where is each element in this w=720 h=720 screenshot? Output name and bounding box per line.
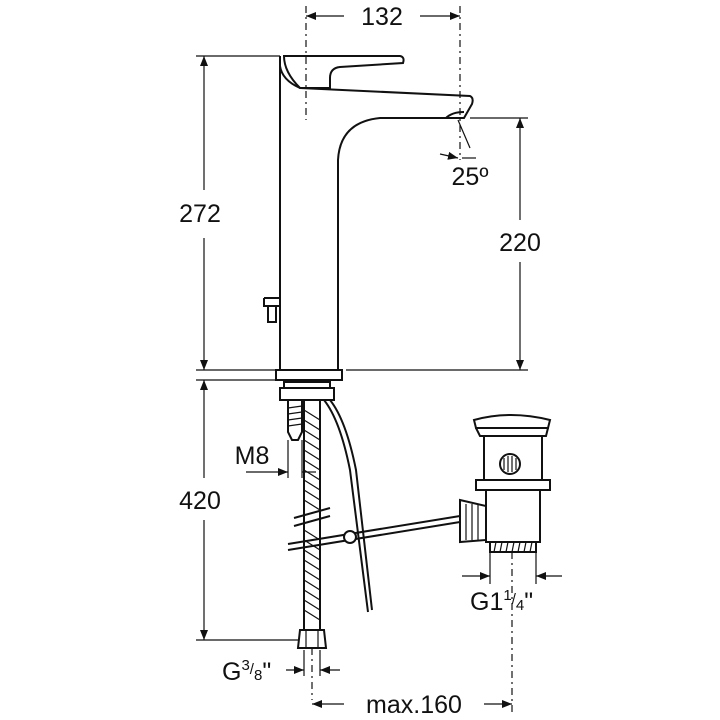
rod-thread-label: M8 [235, 442, 270, 470]
waste-thread-label: G11/4" [470, 587, 533, 616]
dimension-220: 220 [346, 117, 541, 371]
waste-valve [459, 414, 552, 553]
spout-reach-label: 132 [361, 3, 403, 31]
spout-angle-label: 25º [452, 163, 489, 191]
dimension-hose-thread: G3/8" [222, 648, 340, 700]
dimension-132: 132 [305, 3, 461, 160]
spout-height-label: 220 [499, 229, 541, 257]
faucet-body [263, 55, 474, 381]
dimension-272: 272 [179, 55, 280, 371]
dimension-max160: max.160 [312, 552, 513, 719]
mounting-assembly [279, 381, 461, 649]
drain-height-label: 420 [179, 487, 221, 515]
total-height-label: 272 [179, 200, 221, 228]
dimension-waste-thread: G11/4" [462, 552, 562, 616]
max-distance-label: max.160 [366, 691, 462, 719]
dimension-420: 420 [179, 379, 298, 641]
dimension-angle: 25º [439, 119, 489, 191]
hose-thread-label: G3/8" [222, 657, 271, 686]
dimension-m8: M8 [235, 440, 316, 478]
